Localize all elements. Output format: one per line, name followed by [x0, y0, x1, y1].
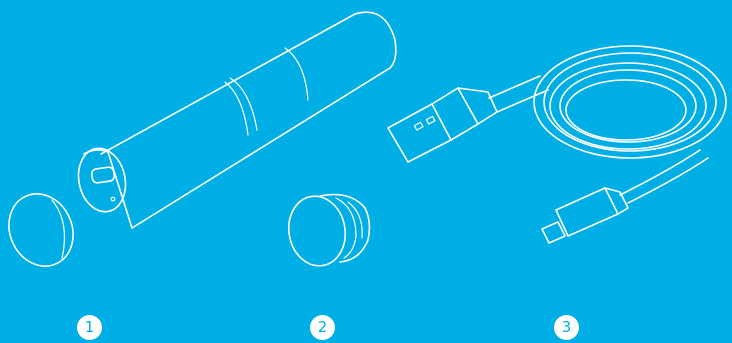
- callout-number: 3: [562, 318, 572, 336]
- case-lid-icon: [0, 184, 84, 277]
- callout-badge-1: 1: [77, 315, 102, 340]
- callout-badge-3: 3: [554, 315, 579, 340]
- callout-badge-2: 2: [310, 315, 335, 340]
- usb-to-micro-usb-cable-icon: [388, 46, 726, 243]
- callout-number: 1: [85, 318, 95, 336]
- silicone-ear-tip-icon: [283, 192, 369, 271]
- callout-number: 2: [318, 318, 328, 336]
